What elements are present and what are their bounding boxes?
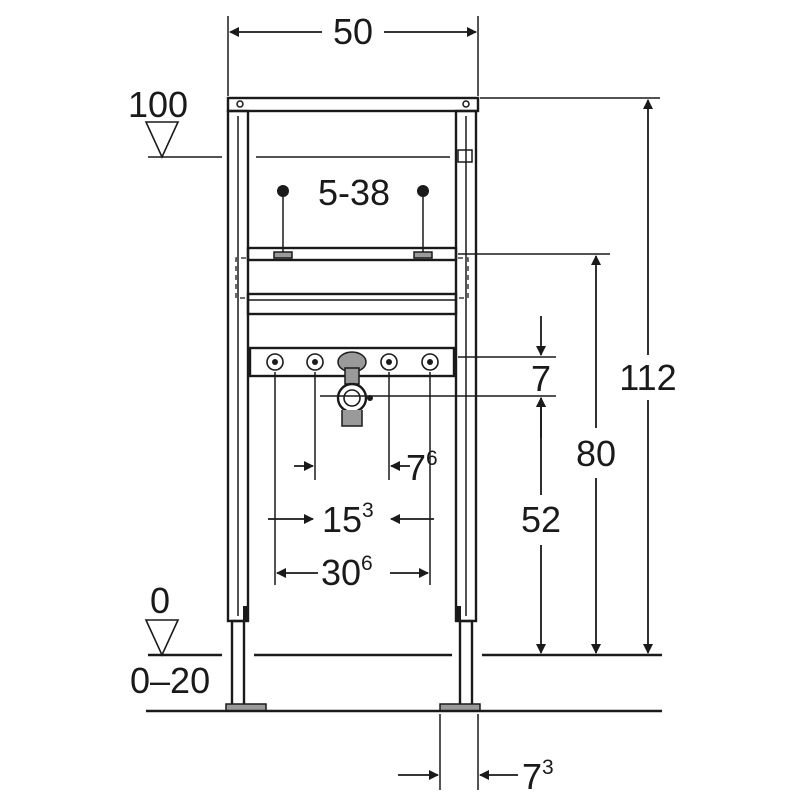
outlet-hole: [306, 353, 324, 371]
frame: [225, 96, 481, 712]
drain-neck: [344, 367, 360, 385]
fixing-nut-right: [413, 251, 433, 259]
fixing-rods: [273, 185, 433, 259]
dim-depth: 73: [522, 756, 554, 797]
frame-leg-left: [230, 619, 246, 708]
dim-outlet-gap: 7: [531, 358, 551, 399]
dim-top-level: 100: [128, 84, 188, 125]
level-triangle-floor-icon: [144, 619, 180, 657]
dim-frame-width: 50: [333, 11, 373, 52]
frame-top-bar: [226, 96, 480, 113]
bracket-right-dashed: [458, 257, 469, 299]
dim-pitch-wide: 306: [321, 552, 373, 593]
middle-rail: [246, 292, 458, 316]
dim-floor-level: 0: [150, 580, 170, 621]
extension-lines: [146, 16, 662, 790]
dim-foot-range: 0–20: [130, 660, 210, 701]
level-triangle-top-icon: [144, 121, 180, 159]
dim-pitch-mid: 153: [322, 499, 374, 540]
upper-rail: [246, 246, 458, 262]
level-marker-icon: [457, 149, 473, 163]
drain-fitting: [336, 351, 373, 427]
fixing-head-left: [277, 185, 289, 197]
top-bar-hole-left: [236, 100, 244, 108]
bracket-left-dashed: [235, 257, 246, 299]
drain-bend: [341, 410, 363, 427]
top-bar-hole-right: [462, 100, 470, 108]
outlet-hole: [421, 353, 439, 371]
dim-total-height: 112: [619, 357, 676, 398]
fixing-nut-left: [273, 251, 293, 259]
drain-pipe-inner: [343, 389, 361, 407]
dimension-arrows: [229, 27, 653, 780]
dim-fixing-spacing: 5-38: [318, 172, 390, 213]
frame-leg-right: [458, 619, 474, 708]
leg-clamp-left: [243, 606, 249, 620]
outlet-hole: [380, 353, 398, 371]
dim-rail-height: 80: [576, 433, 616, 474]
dim-outlet-height: 52: [521, 499, 561, 540]
leg-clamp-right: [455, 606, 461, 620]
fixing-head-right: [417, 185, 429, 197]
outlet-hole: [266, 353, 284, 371]
outlet-holes: [266, 353, 439, 371]
dim-pitch-small: 76: [406, 447, 438, 488]
